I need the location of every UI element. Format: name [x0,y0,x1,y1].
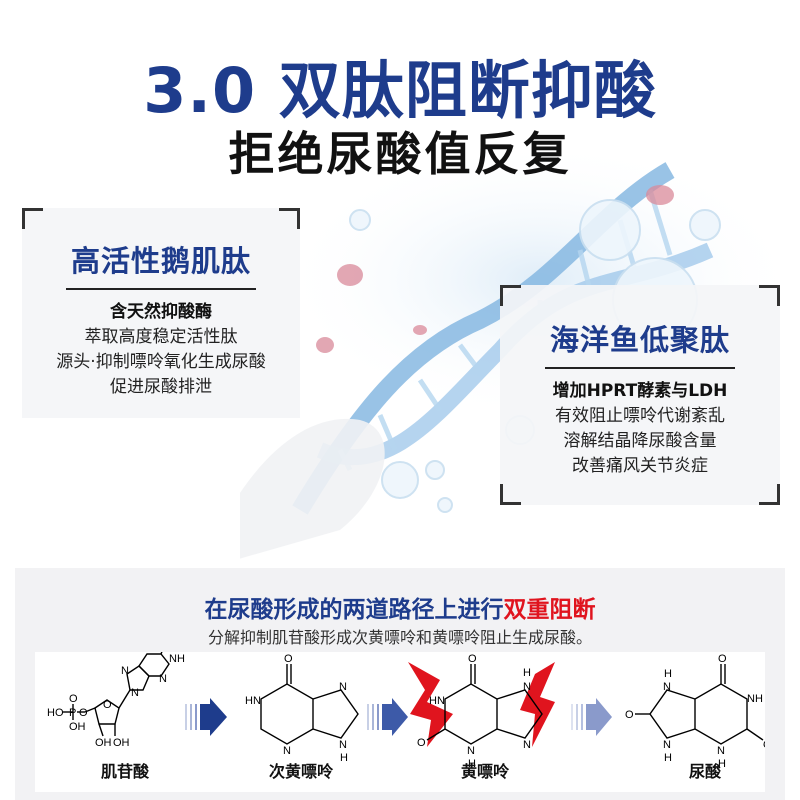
svg-text:O: O [417,737,426,749]
pathway-subtitle: 分解抑制肌苷酸形成次黄嘌呤和黄嘌呤阻止生成尿酸。 [207,628,592,647]
svg-text:O: O [763,739,765,751]
right-card-title: 海洋鱼低聚肽 [549,323,730,357]
dna-helix-image [240,150,800,559]
molecule-label: 次黄嘌呤 [268,762,333,781]
arrow-icon [367,698,408,736]
right-card-line: 改善痛风关节炎症 [572,456,708,476]
molecule-inosinic-acid: O NH N N N HO P O OH O O OH OH [47,652,185,749]
svg-text:HO: HO [47,707,64,719]
molecule-hypoxanthine: O HN N N N H [245,653,359,764]
svg-text:O: O [718,653,727,665]
svg-text:H: H [523,667,531,679]
svg-text:O: O [103,699,112,711]
left-card-lead: 含天然抑酸酶 [110,302,212,322]
svg-text:OH: OH [113,737,130,749]
svg-text:O: O [284,653,293,665]
right-card-lead: 增加HPRT酵素与LDH [552,381,728,401]
left-feature-card: 高活性鹅肌肽 含天然抑酸酶 萃取高度稳定活性肽 源头·抑制嘌呤氧化生成尿酸 促进… [22,208,300,418]
svg-text:O: O [625,709,634,721]
pathway-section: 在尿酸形成的两道路径上进行双重阻断 分解抑制肌苷酸形成次黄嘌呤和黄嘌呤阻止生成尿… [15,568,785,800]
svg-text:OH: OH [69,721,86,733]
svg-text:H: H [664,668,672,680]
svg-text:N: N [717,745,725,757]
svg-text:H: H [718,758,726,770]
molecule-label: 尿酸 [688,762,721,781]
molecule-uric-acid: O NH O N H H N H N H O [625,653,765,770]
svg-text:HN: HN [429,695,445,707]
svg-text:N: N [121,665,129,677]
svg-text:N: N [523,681,531,693]
pathway-title-main: 在尿酸形成的两道路径上进行 [204,597,504,623]
left-card-line: 萃取高度稳定活性肽 [84,327,238,347]
block-lightning-icon [408,662,453,747]
pathway-title-highlight: 双重阻断 [503,597,596,623]
svg-text:N: N [159,673,167,685]
svg-text:N: N [663,681,671,693]
svg-text:N: N [663,739,671,751]
svg-text:H: H [340,752,348,764]
svg-text:N: N [131,687,139,699]
svg-text:N: N [523,739,531,751]
svg-text:O: O [79,707,88,719]
svg-text:NH: NH [169,653,185,665]
svg-text:P: P [69,707,76,719]
molecule-label: 黄嘌呤 [460,762,509,781]
divider [545,367,735,369]
right-card-line: 有效阻止嘌呤代谢紊乱 [555,406,725,426]
page-subtitle: 拒绝尿酸值反复 [228,127,572,181]
svg-text:N: N [339,739,347,751]
left-card-line: 促进尿酸排泄 [110,377,212,397]
svg-text:N: N [467,745,475,757]
svg-text:O: O [69,693,78,705]
right-card-line: 溶解结晶降尿酸含量 [563,431,717,451]
svg-text:H: H [468,758,476,770]
page-title: 3.0 双肽阻断抑酸 [143,54,657,127]
svg-text:NH: NH [747,693,763,705]
pathway-diagram: O NH N N N HO P O OH O O OH OH [35,652,765,792]
svg-text:OH: OH [95,737,112,749]
svg-text:N: N [339,681,347,693]
arrow-icon [185,698,227,736]
svg-text:HN: HN [245,695,261,707]
pathway-title: 在尿酸形成的两道路径上进行双重阻断 [15,590,785,624]
molecule-label: 肌苷酸 [100,762,149,781]
svg-text:N: N [283,745,291,757]
left-card-title: 高活性鹅肌肽 [70,244,251,278]
arrow-icon [571,698,612,736]
molecule-xanthine: O HN O N H H N N [417,653,543,770]
right-feature-card: 海洋鱼低聚肽 增加HPRT酵素与LDH 有效阻止嘌呤代谢紊乱 溶解结晶降尿酸含量… [500,285,780,505]
svg-text:H: H [664,752,672,764]
left-card-line: 源头·抑制嘌呤氧化生成尿酸 [56,352,266,372]
block-lightning-icon [520,662,555,747]
svg-text:O: O [468,653,477,665]
divider [66,288,256,290]
